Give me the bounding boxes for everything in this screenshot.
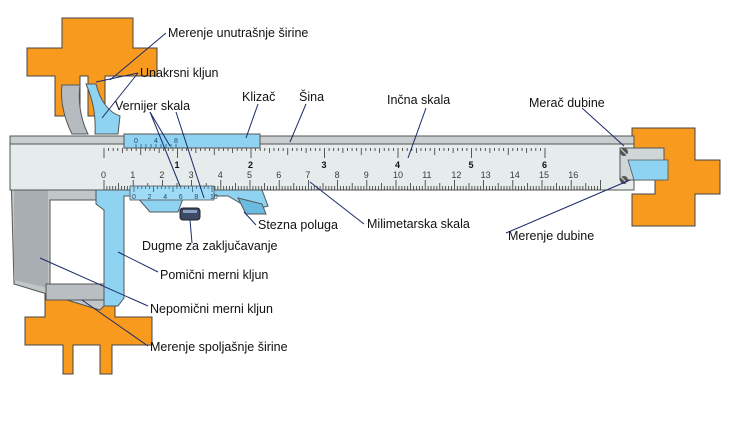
inner-width-workpiece	[26, 17, 158, 117]
mm-number: 1	[130, 170, 135, 180]
label-lock-button: Dugme za zaključavanje	[142, 239, 278, 253]
vernier-number: 0	[132, 194, 136, 201]
mm-number: 6	[276, 170, 281, 180]
mm-number: 2	[159, 170, 164, 180]
vernier-number: 4	[163, 194, 167, 201]
inch-number: 2	[248, 160, 253, 170]
vernier-number: 8	[194, 194, 198, 201]
inch-number: 5	[469, 160, 474, 170]
vernier-top-number: 4	[154, 138, 158, 145]
mm-number: 12	[451, 170, 461, 180]
mm-number: 7	[305, 170, 310, 180]
mm-number: 8	[335, 170, 340, 180]
vernier-number: 6	[179, 194, 183, 201]
inch-number: 4	[395, 160, 400, 170]
mm-number: 15	[539, 170, 549, 180]
label-vernier-scale: Vernijer skala	[115, 99, 190, 113]
label-outer-width: Merenje spoljašnje širine	[150, 340, 288, 354]
mm-number: 4	[218, 170, 223, 180]
inch-number: 3	[322, 160, 327, 170]
label-rail: Šina	[299, 89, 324, 104]
mm-number: 0	[101, 170, 106, 180]
mm-number: 3	[189, 170, 194, 180]
label-slider: Klizač	[242, 90, 275, 104]
mm-number: 5	[247, 170, 252, 180]
inch-number: 1	[175, 160, 180, 170]
label-depth-gauge: Merač dubine	[529, 96, 605, 110]
vernier-number: 10	[210, 194, 218, 201]
label-locking-screw: Stezna poluga	[258, 218, 338, 232]
mm-number: 14	[510, 170, 520, 180]
movable-jaw	[85, 83, 269, 307]
label-depth-measurement: Merenje dubine	[508, 229, 594, 243]
vernier-top-number: 8	[174, 138, 178, 145]
vernier-number: 2	[148, 194, 152, 201]
inch-number: 6	[542, 160, 547, 170]
label-inner-width: Merenje unutrašnje širine	[168, 26, 308, 40]
main-beam	[9, 135, 669, 191]
label-inch-scale: Inčna skala	[387, 93, 450, 107]
outer-width-workpiece	[24, 286, 153, 375]
mm-number: 13	[481, 170, 491, 180]
mm-number: 11	[422, 170, 431, 180]
mm-number: 10	[393, 170, 403, 180]
leader-lines	[39, 32, 631, 347]
mm-number: 9	[364, 170, 369, 180]
label-movable-jaw: Pomični merni kljun	[160, 268, 268, 282]
label-fixed-jaw: Nepomični merni kljun	[150, 302, 273, 316]
label-cross-jaws: Unakrsni kljun	[140, 66, 219, 80]
mm-number: 16	[568, 170, 578, 180]
vernier-top-number: 0	[134, 138, 138, 145]
label-mm-scale: Milimetarska skala	[367, 217, 470, 231]
